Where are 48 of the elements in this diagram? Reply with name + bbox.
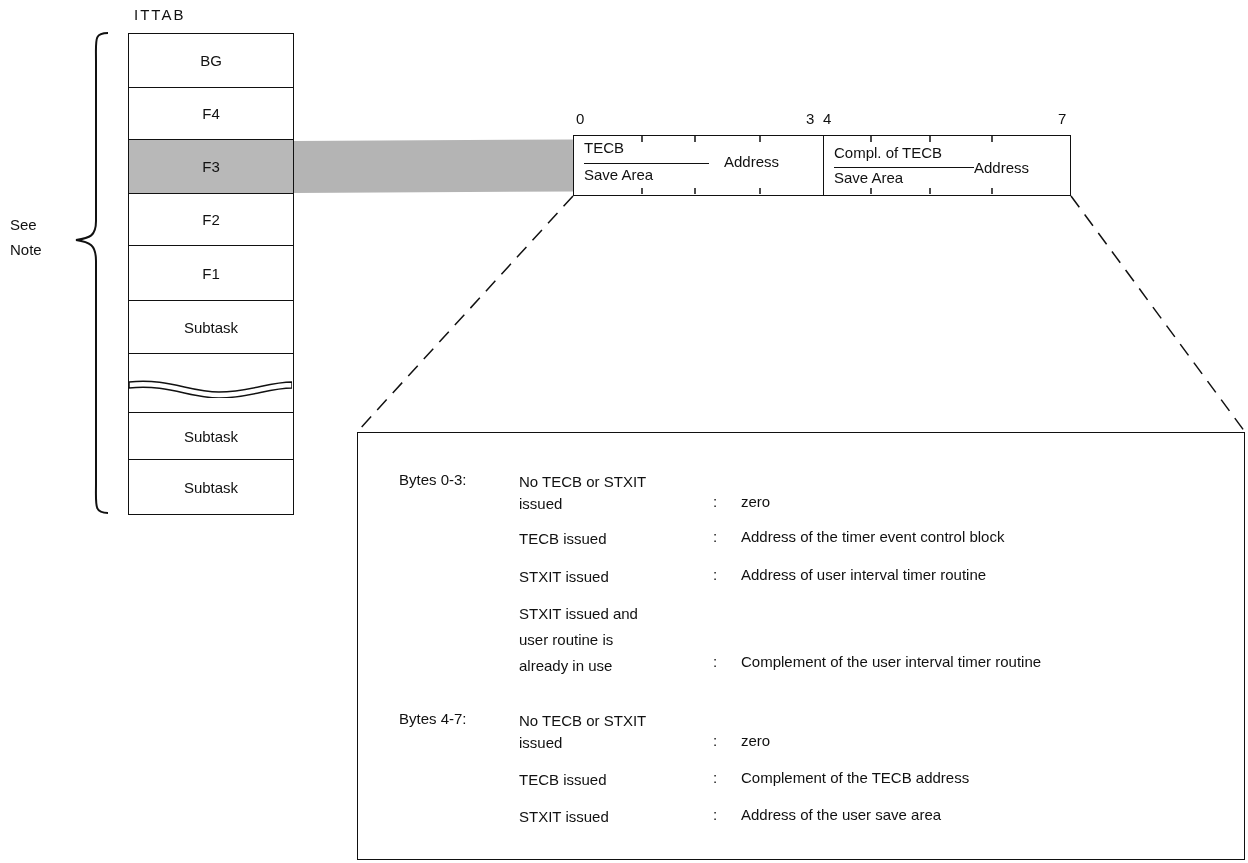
field-text: Address	[974, 159, 1030, 176]
section-label: Bytes 4-7:	[399, 710, 467, 727]
value-text: Address of user interval timer routine	[741, 566, 987, 583]
slot-label: F4	[202, 105, 220, 122]
slot-label: Subtask	[183, 478, 239, 496]
projection-band	[292, 139, 574, 193]
field-text: TECB	[584, 139, 624, 156]
value-text: Complement of the TECB address	[741, 769, 970, 786]
value-text: Address of the user save area	[741, 806, 942, 823]
slot-label: Subtask	[183, 427, 239, 445]
separator-colon: :	[713, 732, 718, 749]
condition-text: STXIT issued	[519, 807, 610, 827]
field-text: Compl. of TECB	[834, 144, 943, 161]
separator-colon: :	[713, 806, 718, 823]
entry-field	[573, 135, 1071, 196]
value-text: zero	[741, 493, 771, 510]
detail-panel	[357, 432, 1245, 860]
connector-line	[1070, 195, 1246, 433]
value-text: Address of the timer event control block	[741, 528, 1005, 545]
slot-label: F2	[202, 211, 220, 228]
field-text: Save Area	[834, 169, 904, 186]
condition-text: STXIT issued	[519, 567, 610, 587]
condition-text: No TECB or STXIT issued	[519, 711, 647, 753]
separator-colon: :	[713, 653, 718, 670]
value-text: Complement of the user interval timer routine	[741, 653, 1042, 670]
table-row	[129, 140, 293, 194]
byte-offset: 4	[823, 110, 832, 127]
condition-text: TECB issued	[519, 529, 608, 549]
slot-label: BG	[200, 52, 222, 69]
separator-colon: :	[713, 528, 718, 545]
condition-text: STXIT issued and user routine is already in use	[519, 604, 639, 676]
value-text: zero	[741, 732, 771, 749]
condition-text: TECB issued	[519, 770, 608, 790]
separator-colon: :	[713, 493, 718, 510]
section-label: Bytes 0-3:	[399, 471, 467, 488]
slot-label: F3	[202, 158, 220, 175]
table-heading: ITTAB	[133, 6, 187, 25]
slot-label: F1	[202, 264, 220, 282]
byte-offset: 7	[1058, 110, 1067, 127]
separator-colon: :	[713, 769, 718, 786]
byte-offset: 3	[806, 110, 815, 127]
field-text: Address	[724, 153, 780, 170]
slot-label: Subtask	[183, 318, 239, 336]
byte-offset: 0	[576, 110, 585, 127]
condition-text: No TECB or STXIT issued	[519, 472, 647, 514]
note-text: See Note	[10, 215, 43, 260]
separator-colon: :	[713, 566, 718, 583]
field-text: Save Area	[584, 166, 654, 183]
